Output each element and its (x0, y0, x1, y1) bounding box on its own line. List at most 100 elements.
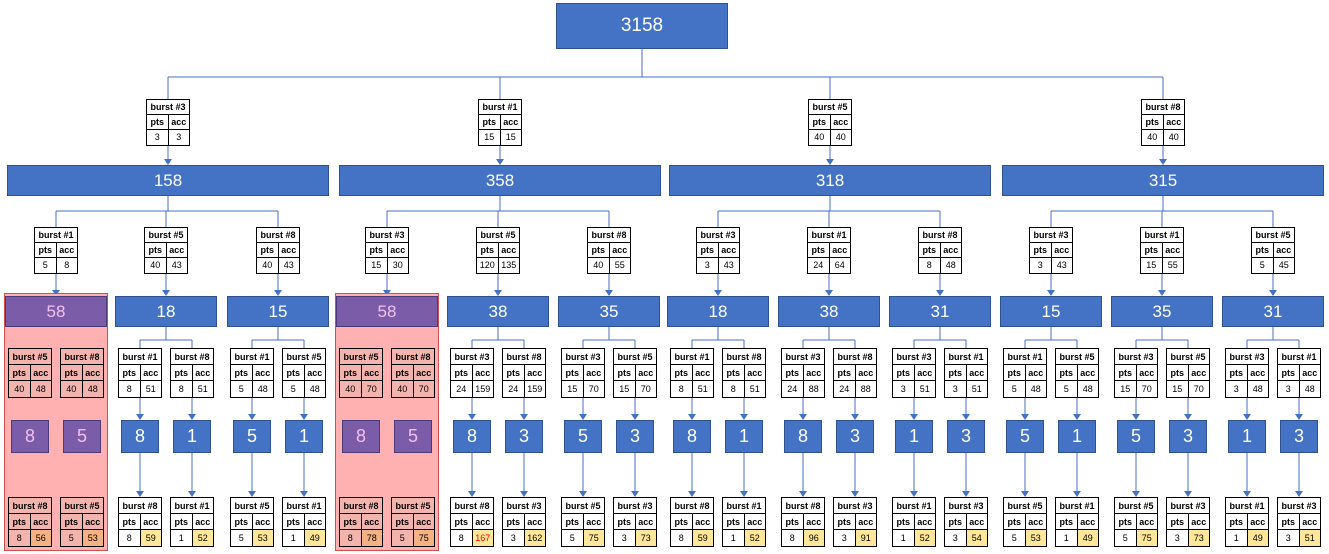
burst-id: burst #8 (723, 349, 765, 366)
pts-header: pts (782, 365, 804, 380)
pts-header: pts (1278, 514, 1300, 529)
pts-header: pts (35, 243, 57, 257)
pts-header: pts (147, 115, 169, 129)
final-accumulated-score: 53 (82, 530, 103, 546)
pts-value: 8 (340, 530, 362, 546)
pts-header: pts (562, 514, 584, 529)
acc-value: 48 (257, 384, 268, 394)
acc-value: 48 (945, 260, 956, 271)
acc-value: 51 (919, 384, 930, 394)
pts-value: 40 (392, 381, 414, 397)
pts-header: pts (1167, 514, 1189, 529)
tree-node: 58 (5, 296, 107, 327)
acc-header: acc (943, 245, 959, 255)
acc-header: acc (806, 367, 822, 378)
tree-node: 35 (1111, 296, 1213, 327)
arrow-head (688, 414, 696, 420)
tree-node: 3158 (556, 3, 728, 49)
acc-header: acc (969, 516, 985, 527)
pts-value: 3 (945, 381, 967, 397)
acc-header: acc (1250, 367, 1266, 378)
pts-value: 3 (1030, 258, 1052, 273)
tree-node: 18 (667, 296, 769, 327)
pts-header: pts (1252, 243, 1274, 257)
tree-node: 5 (394, 420, 432, 453)
acc-header: acc (255, 367, 271, 378)
pts-value: 8 (119, 381, 141, 397)
node-value: 1 (908, 426, 919, 446)
node-value: 5 (1019, 426, 1030, 446)
burst-id: burst #5 (340, 349, 382, 366)
arrow-head (910, 491, 918, 497)
burst-id: burst #3 (366, 228, 408, 244)
pts-header: pts (945, 365, 967, 380)
acc-header: acc (171, 117, 187, 127)
acc-header: acc (1139, 516, 1155, 527)
burst-id: burst #1 (35, 228, 77, 244)
pts-value: 5 (1004, 381, 1026, 397)
burst-id: burst #5 (562, 498, 604, 515)
pts-value: 1 (171, 530, 193, 546)
node-value: 3 (629, 426, 640, 446)
final-accumulated-score: 52 (192, 530, 213, 546)
acc-header: acc (416, 367, 432, 378)
acc-value: 48 (1252, 384, 1263, 394)
pts-header: pts (119, 365, 141, 380)
pts-value: 8 (671, 381, 693, 397)
pts-header: pts (1226, 514, 1248, 529)
burst-id: burst #5 (614, 349, 656, 366)
acc-value: 51 (145, 384, 156, 394)
pts-header: pts (61, 514, 83, 529)
burst-id: burst #1 (1004, 349, 1046, 366)
pts-value: 40 (257, 258, 279, 273)
tree-node: 8 (342, 420, 380, 453)
pts-value: 1 (283, 530, 305, 546)
node-value: 8 (797, 426, 808, 446)
acc-header: acc (833, 117, 849, 127)
pts-value: 3 (1278, 530, 1300, 546)
node-value: 5 (577, 426, 588, 446)
pts-value: 8 (782, 530, 804, 546)
pts-value: 24 (451, 381, 473, 397)
acc-header: acc (747, 516, 763, 527)
burst-id: burst #1 (283, 498, 325, 515)
tree-node: 1 (1228, 420, 1266, 453)
pts-value: 3 (1278, 381, 1300, 397)
final-accumulated-score: 78 (361, 530, 382, 546)
acc-value: 43 (171, 260, 182, 271)
acc-header: acc (307, 367, 323, 378)
tree-node: 5 (233, 420, 271, 453)
acc-header: acc (858, 367, 874, 378)
arrow-head (688, 491, 696, 497)
node-value: 3 (1182, 426, 1193, 446)
burst-id: burst #5 (392, 498, 434, 515)
node-value: 1 (738, 426, 749, 446)
tree-node: 8 (11, 420, 49, 453)
arrow-head (910, 414, 918, 420)
tree-node: 31 (889, 296, 991, 327)
acc-value: 30 (392, 260, 403, 271)
acc-header: acc (586, 516, 602, 527)
pts-value: 5 (231, 530, 253, 546)
acc-value: 43 (1056, 260, 1067, 271)
tree-node: 18 (115, 296, 217, 327)
tree-node: 58 (336, 296, 438, 327)
burst-id: burst #5 (231, 498, 273, 515)
node-value: 58 (377, 301, 397, 321)
pts-header: pts (1115, 514, 1137, 529)
pts-header: pts (283, 365, 305, 380)
